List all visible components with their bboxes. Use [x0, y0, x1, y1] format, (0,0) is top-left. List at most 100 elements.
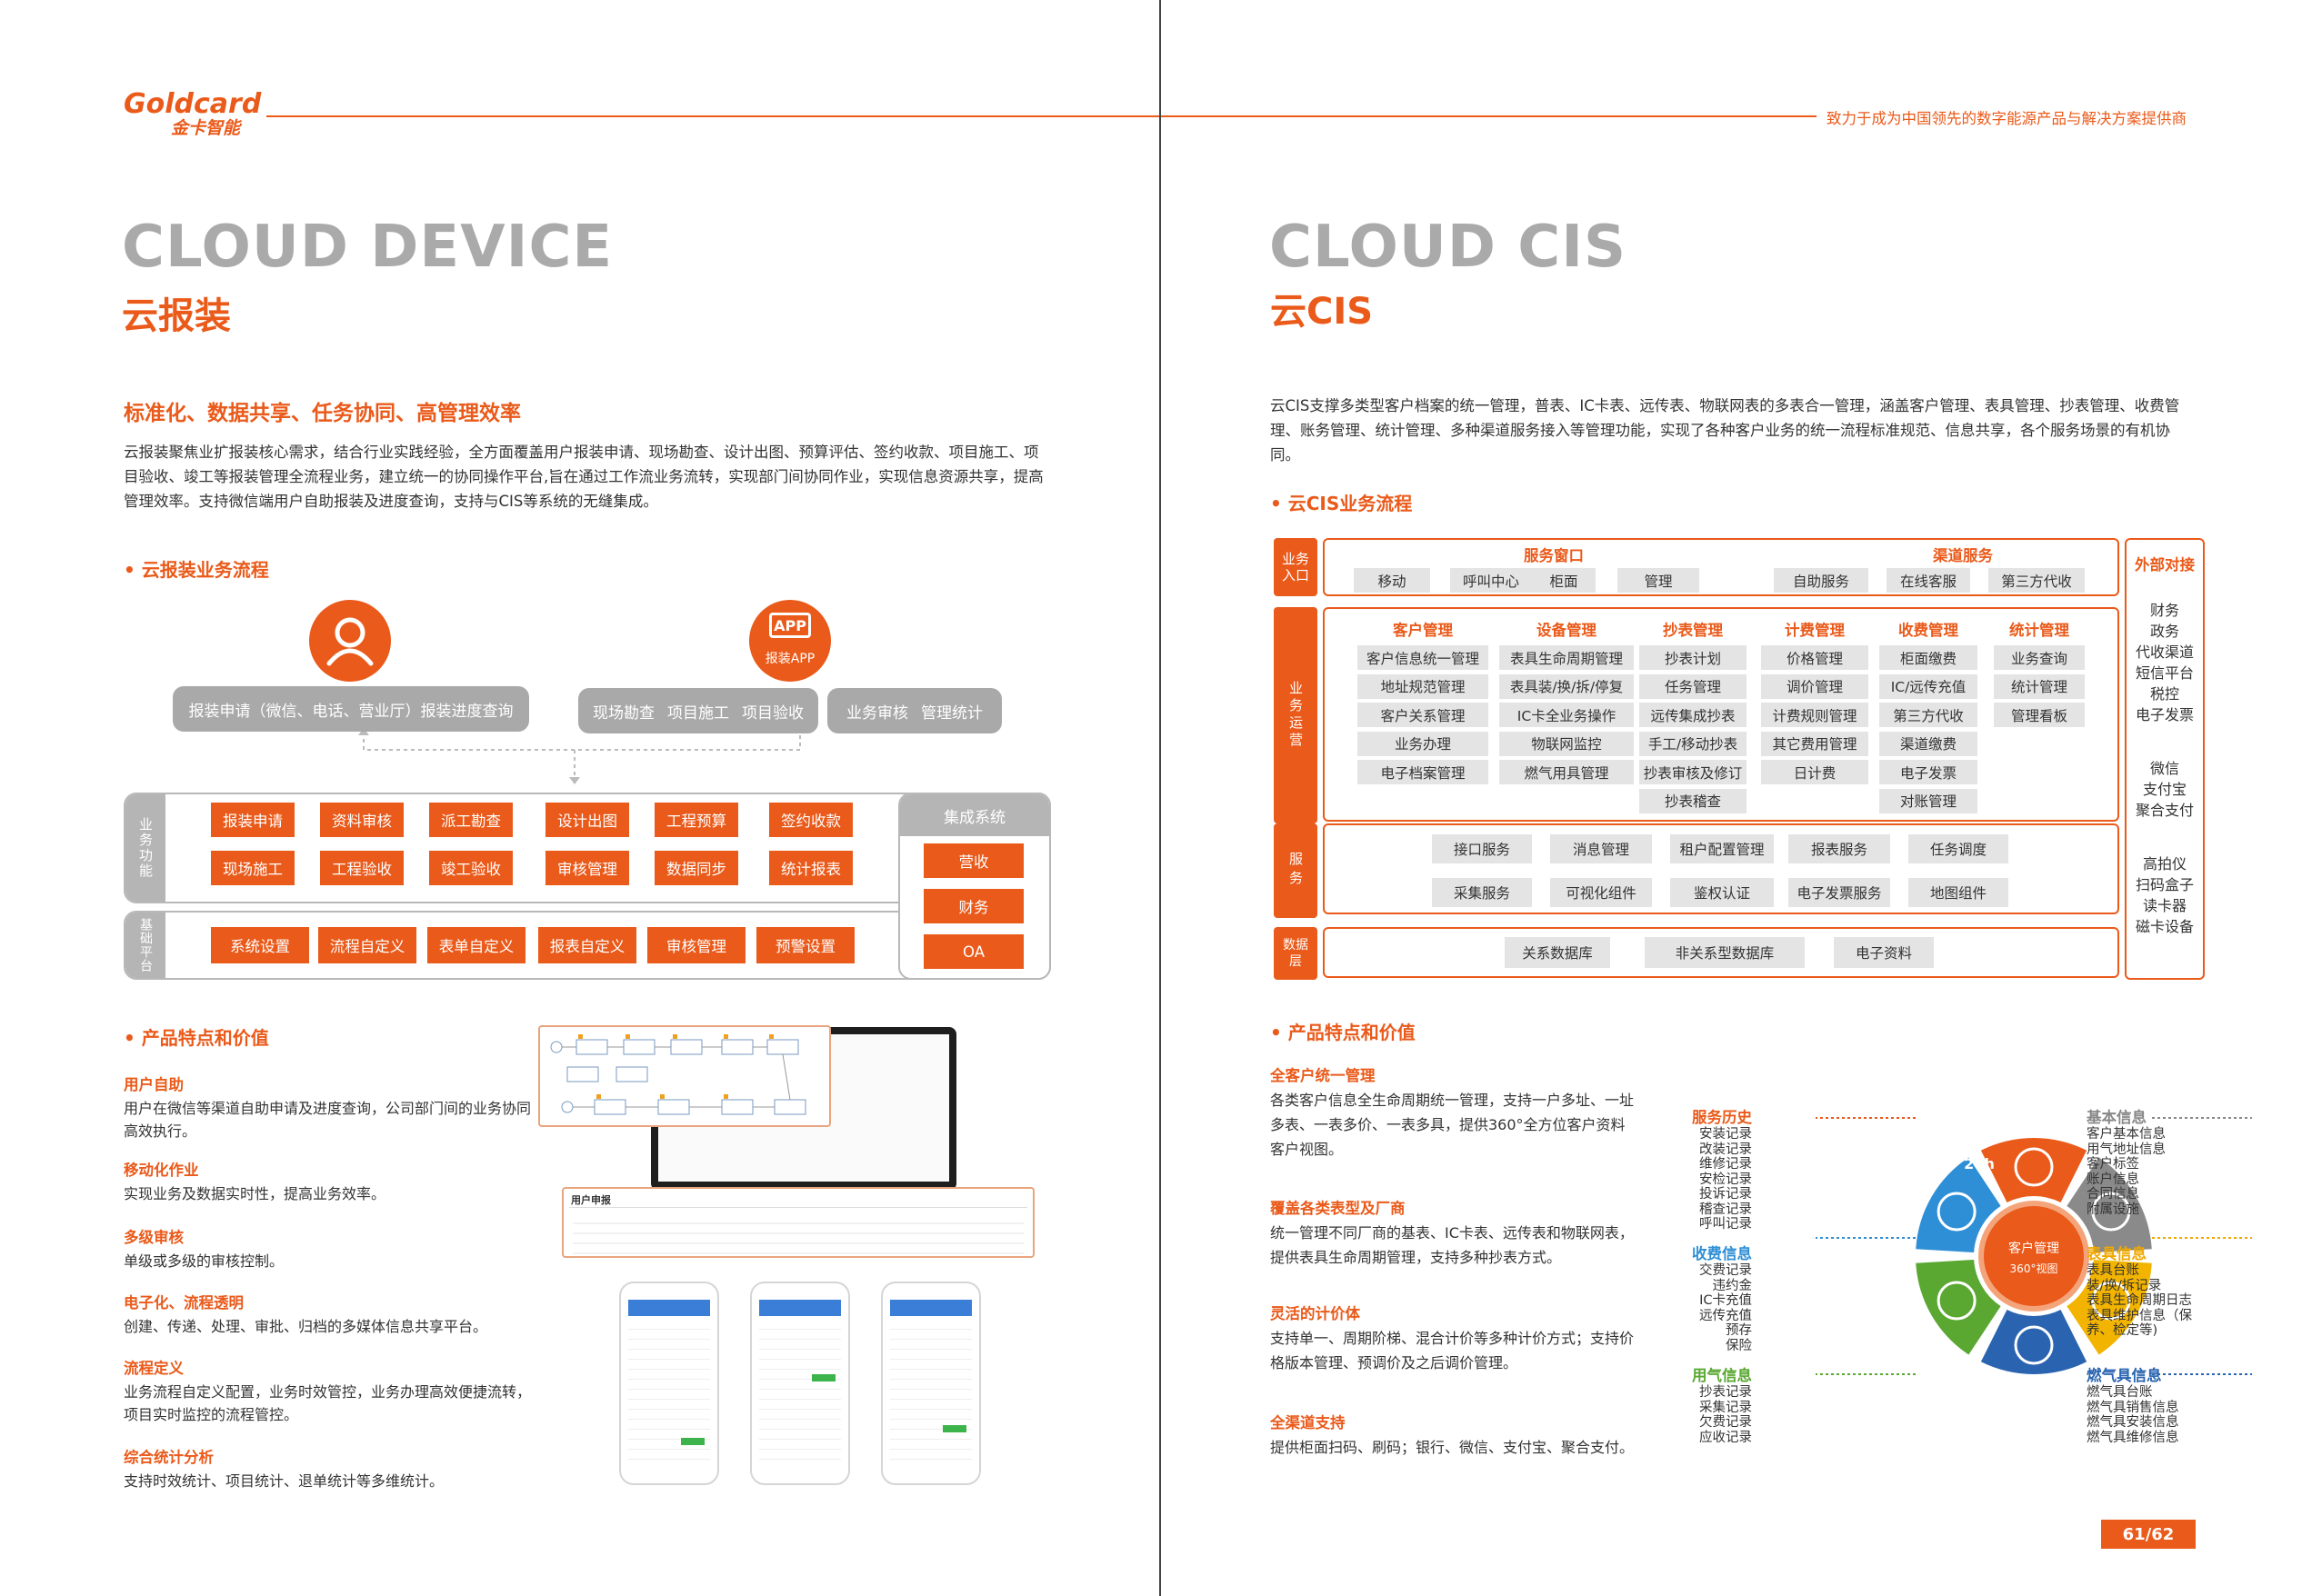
data-item: 关系数据库: [1505, 937, 1610, 968]
base-platform-button: 报表自定义: [538, 927, 636, 963]
function-button: 工程预算: [655, 803, 738, 837]
data-label-text: 数据层: [1283, 938, 1308, 969]
ops-item: 统计管理: [1994, 673, 2085, 699]
user-form-screenshot: 用户申报: [562, 1187, 1035, 1258]
entry-label: 业务入口: [1274, 538, 1317, 596]
group-item: 装/换/拆记录: [2087, 1278, 2162, 1293]
group-item: 客户基本信息: [2087, 1127, 2166, 1142]
group-item: 保险: [1726, 1338, 1752, 1353]
phone-screenshot-1: [619, 1282, 719, 1485]
base-platform-label: 基础平台: [125, 913, 165, 978]
feature-desc: 各类客户信息全生命周期统一管理，支持一户多址、一址多表、一表多价、一表多具，提供…: [1270, 1092, 1635, 1158]
ops-item: 业务查询: [1994, 645, 2085, 670]
customer-info-group: 用气信息抄表记录采集记录欠费记录应收记录: [1661, 1363, 1752, 1445]
appliance-info-icon: [2014, 1325, 2054, 1365]
external-item: 聚合支付: [2135, 802, 2194, 819]
external-item: 短信平台: [2135, 664, 2194, 682]
business-functions-label: 业务功能: [125, 794, 165, 902]
integration-button: 财务: [924, 889, 1024, 923]
meter-info-icon: [2091, 1281, 2131, 1321]
ops-item: 计费规则管理: [1761, 703, 1868, 727]
right-page: 致力于成为中国领先的数字能源产品与解决方案提供商 CLOUD CIS 云CIS …: [1161, 0, 2322, 1596]
center-title: 客户管理: [2008, 1241, 2059, 1256]
ops-item: IC卡全业务操作: [1499, 703, 1634, 727]
field-item: 项目施工: [667, 703, 729, 723]
header-rule-left: [266, 115, 1159, 117]
ops-item: 任务管理: [1639, 673, 1747, 699]
service-label-text: 服务: [1287, 852, 1304, 890]
group-title: 服务历史: [1692, 1109, 1752, 1126]
field-item: 现场勘查: [593, 703, 655, 723]
ops-item: 物联网监控: [1499, 731, 1634, 756]
group-title: 基本信息: [2087, 1109, 2147, 1126]
ops-column-title: 抄表管理: [1663, 622, 1723, 639]
channel-service-item: 在线客服: [1887, 568, 1970, 593]
phone-screenshot-3: [881, 1282, 981, 1485]
customer-info-group: 表具信息表具台账装/换/拆记录表具生命周期日志表具维护信息（保养、检定等): [2087, 1242, 2205, 1339]
appliance-info-segment: [1980, 1310, 2087, 1374]
ops-item: 对账管理: [1879, 788, 1977, 813]
audit-item: 管理统计: [921, 703, 983, 723]
goldcard-logo: Goldcard 金卡智能: [124, 91, 261, 139]
features-title: • 产品特点和价值: [124, 1027, 269, 1049]
left-page: Goldcard 金卡智能 CLOUD DEVICE 云报装 标准化、数据共享、…: [0, 0, 1159, 1596]
service-frame: [1323, 823, 2119, 914]
base-platform-button: 预警设置: [756, 927, 855, 963]
entry-frame: [1323, 538, 2119, 596]
function-button: 资料审核: [320, 803, 404, 837]
feature-title: 全渠道支持: [1270, 1414, 1346, 1431]
header-rule-right: [1161, 115, 1817, 117]
service-window-item: 移动: [1354, 568, 1430, 593]
page-number: 61/62: [2101, 1520, 2196, 1549]
external-item: 高拍仪: [2142, 855, 2187, 873]
feature-title: 移动化作业: [124, 1162, 199, 1179]
service-label: 服务: [1274, 823, 1317, 918]
ops-item: 燃气用具管理: [1499, 760, 1634, 784]
entry-label-text: 业务入口: [1281, 551, 1309, 584]
feature-title: 多级审核: [124, 1229, 184, 1246]
group-item: 表具生命周期日志: [2087, 1293, 2192, 1308]
app-icon: APP: [769, 613, 811, 638]
group-item: 客户标签: [2087, 1157, 2139, 1172]
user-apply-text: 报装申请（微信、电话、营业厅）报装进度查询: [188, 702, 514, 721]
base-platform-button: 审核管理: [647, 927, 746, 963]
group-item: 燃气具台账: [2087, 1385, 2153, 1400]
group-title: 用气信息: [1692, 1367, 1752, 1384]
page-title-en: CLOUD DEVICE: [122, 214, 614, 281]
group-item: 远传充值: [1699, 1308, 1752, 1323]
group-item: 燃气具维修信息: [2087, 1430, 2179, 1445]
group-item: 呼叫记录: [1699, 1217, 1752, 1232]
integration-button: OA: [924, 934, 1024, 969]
function-button: 签约收款: [769, 803, 853, 837]
external-item: 磁卡设备: [2135, 918, 2194, 935]
user-form-title: 用户申报: [571, 1194, 611, 1206]
base-platform-label-text: 基础平台: [138, 918, 153, 973]
data-frame: [1323, 927, 2119, 978]
gas-usage-icon: [1937, 1281, 1977, 1321]
group-item: 用气地址信息: [2087, 1142, 2166, 1157]
function-button: 设计出图: [545, 803, 629, 837]
feature-desc: 统一管理不同厂商的基表、IC卡表、远传表和物联网表，提供表具生命周期管理，支持多…: [1270, 1224, 1634, 1266]
group-item: 安装记录: [1699, 1127, 1752, 1142]
ops-frame: [1323, 607, 2119, 822]
service-item: 消息管理: [1550, 834, 1652, 863]
flow-connectors: [358, 732, 801, 784]
external-item: 电子发票: [2135, 706, 2194, 723]
group-item: 应收记录: [1699, 1430, 1752, 1445]
service-item: 电子发票服务: [1788, 878, 1890, 907]
service-history-icon: [2014, 1147, 2054, 1187]
group-item: 投诉记录: [1699, 1187, 1752, 1202]
external-item: 微信: [2149, 760, 2179, 777]
ops-item: 抄表审核及修订: [1639, 760, 1747, 784]
workflow-screenshot: [538, 1025, 831, 1127]
feature-title: 覆盖各类表型及厂商: [1270, 1200, 1406, 1217]
service-history-segment: [1980, 1138, 2087, 1202]
user-icon-circle: [309, 600, 391, 682]
logo-cn: 金卡智能: [171, 118, 241, 138]
external-title: 外部对接: [2135, 556, 2195, 574]
ops-item: 远传集成抄表: [1639, 703, 1747, 727]
intro-paragraph: 云报装聚焦业扩报装核心需求，结合行业实践经验，全方面覆盖用户报装申请、现场勘查、…: [124, 444, 1044, 510]
function-button: 审核管理: [545, 851, 629, 885]
group-item: 欠费记录: [1699, 1415, 1752, 1430]
